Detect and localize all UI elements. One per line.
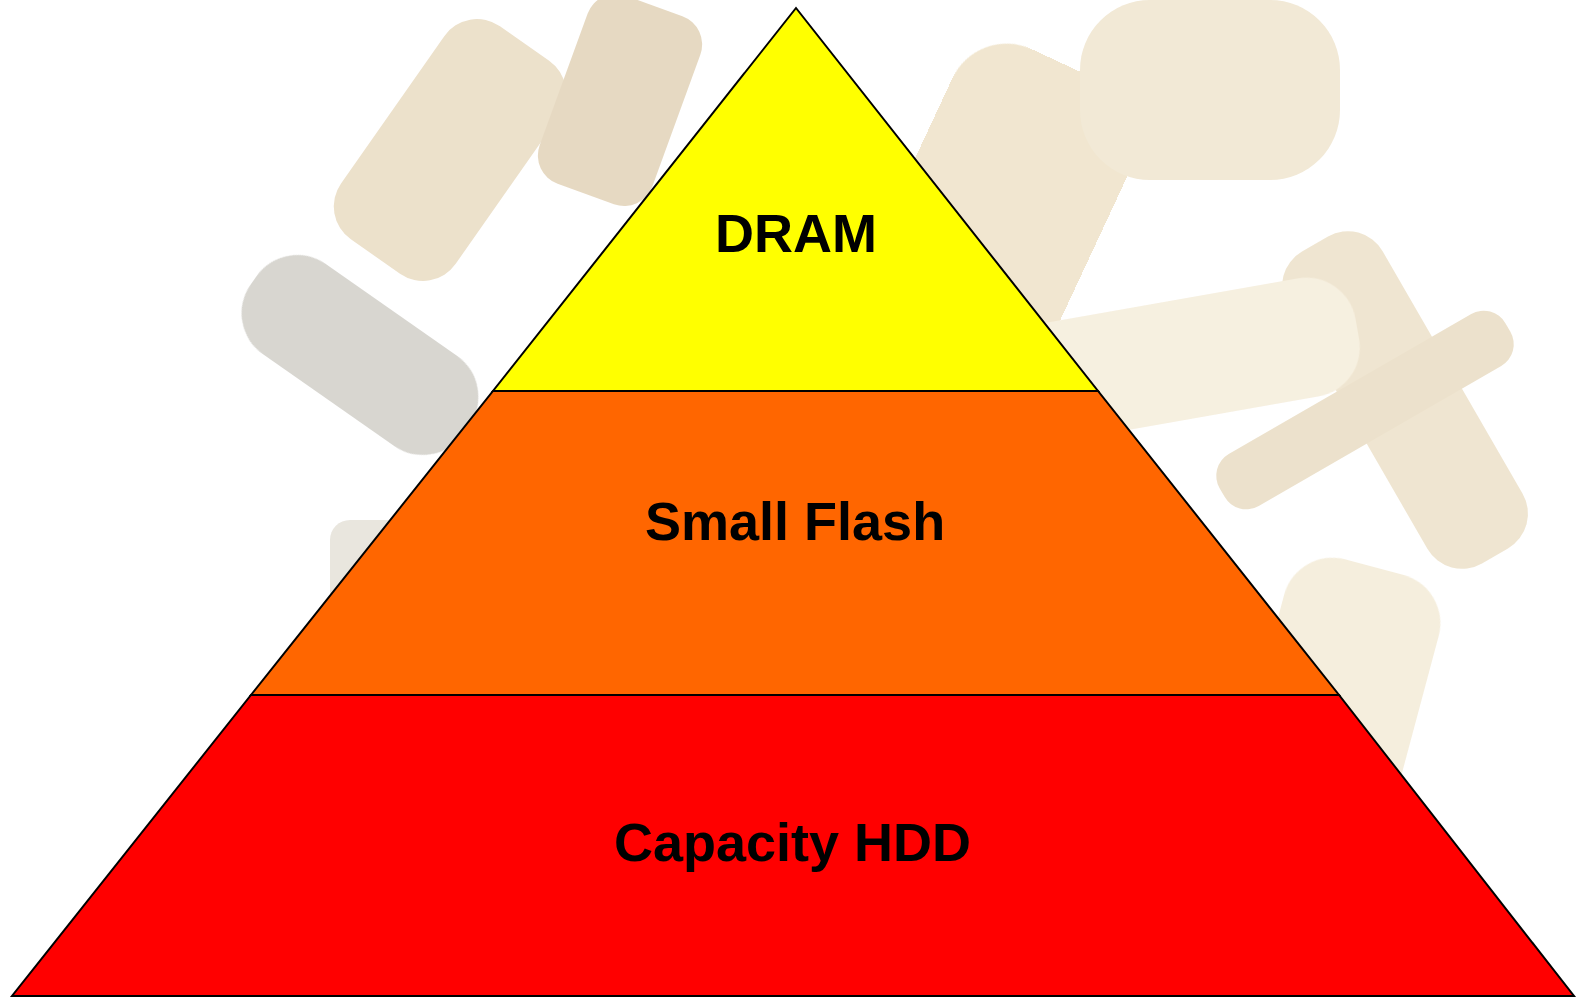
band-outline	[12, 695, 1574, 996]
band-outline	[493, 8, 1098, 391]
band-outline	[251, 391, 1339, 695]
pyramid-band: Small Flash	[251, 391, 1339, 695]
pyramid-band: Capacity HDD	[12, 695, 1574, 996]
band-label: DRAM	[715, 204, 877, 263]
pyramid-band: DRAM	[493, 8, 1098, 391]
band-shape	[493, 8, 1098, 391]
band-label: Capacity HDD	[614, 813, 971, 872]
band-label: Small Flash	[645, 492, 945, 551]
